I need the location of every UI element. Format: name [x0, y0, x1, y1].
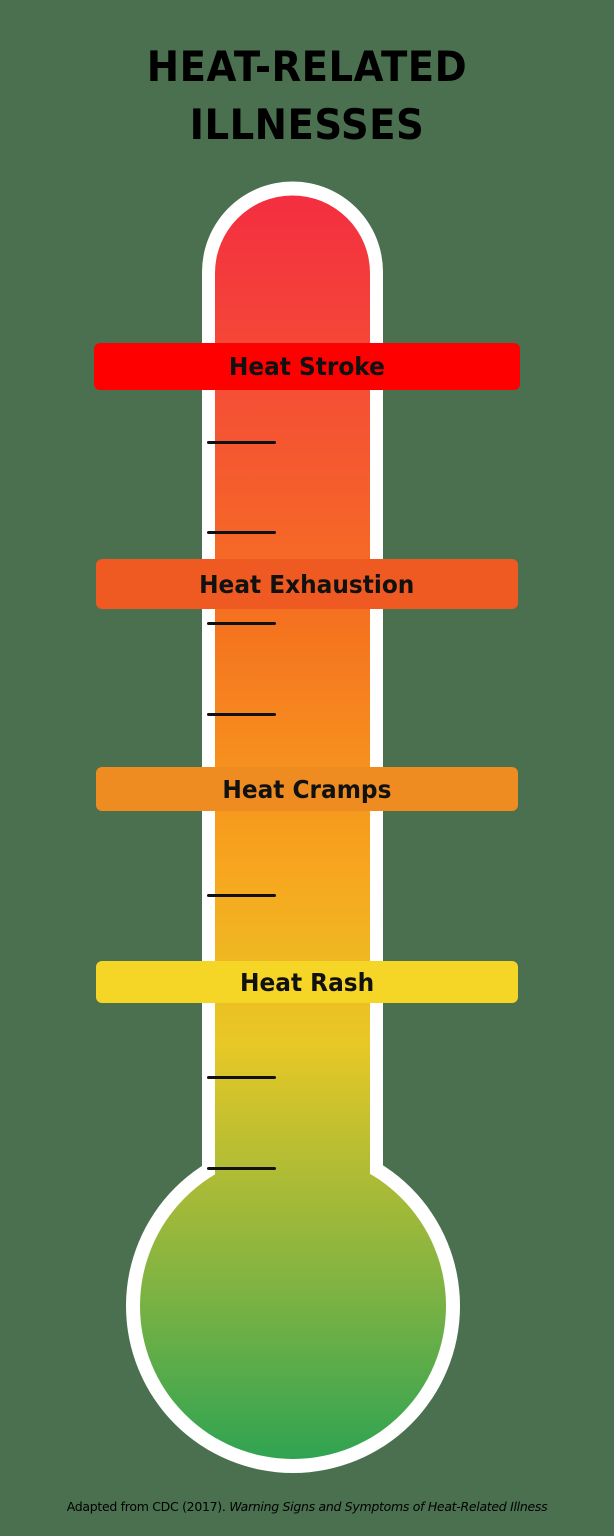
tick-mark	[207, 441, 276, 444]
level-heat-exhaustion: Heat Exhaustion	[96, 559, 518, 609]
tick-mark	[207, 622, 276, 625]
title-line-2: ILLNESSES	[189, 100, 425, 149]
source-caption: Adapted from CDC (2017). Warning Signs a…	[0, 1499, 614, 1514]
tick-mark	[207, 1167, 276, 1170]
level-heat-stroke: Heat Stroke	[94, 343, 520, 390]
caption-title: Warning Signs and Symptoms of Heat-Relat…	[229, 1499, 548, 1514]
level-label: Heat Rash	[239, 967, 375, 997]
level-heat-cramps: Heat Cramps	[96, 767, 518, 811]
page-title: HEAT-RELATED ILLNESSES	[25, 38, 590, 154]
title-line-1: HEAT-RELATED	[146, 42, 468, 91]
level-label: Heat Stroke	[228, 352, 386, 381]
level-label: Heat Cramps	[222, 774, 392, 804]
tick-mark	[207, 1076, 276, 1079]
tick-mark	[207, 894, 276, 897]
level-heat-rash: Heat Rash	[96, 961, 518, 1003]
level-label: Heat Exhaustion	[199, 569, 415, 599]
caption-prefix: Adapted from CDC (2017).	[66, 1499, 230, 1514]
tick-mark	[207, 713, 276, 716]
tick-mark	[207, 531, 276, 534]
